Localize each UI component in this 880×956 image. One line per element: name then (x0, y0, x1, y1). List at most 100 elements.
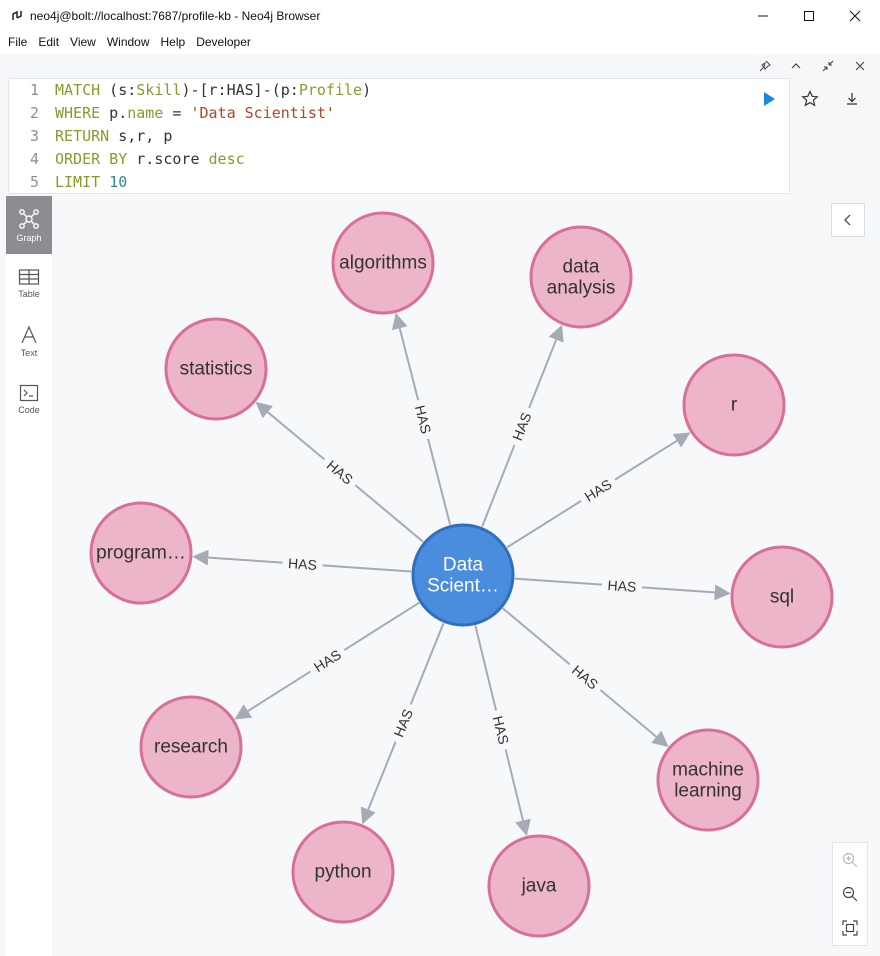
edge-line[interactable] (322, 564, 412, 573)
favorite-button[interactable] (800, 89, 820, 109)
minimize-icon (758, 15, 768, 17)
node-label: sql (770, 587, 794, 608)
skill-node[interactable]: research (139, 695, 243, 799)
edge-line[interactable] (641, 584, 731, 601)
edge-line[interactable] (192, 549, 283, 566)
star-icon (801, 90, 819, 107)
shrink-icon (822, 60, 834, 72)
fullscreen-button[interactable] (819, 57, 837, 75)
skill-node[interactable]: algorithms (331, 211, 435, 315)
download-icon (847, 93, 857, 105)
tab-code[interactable]: Code (6, 370, 52, 428)
download-button[interactable] (842, 89, 862, 109)
maximize-icon (804, 11, 814, 21)
node-label: algorithms (339, 253, 427, 274)
edge-line[interactable] (255, 401, 326, 461)
skill-node[interactable]: java (487, 834, 591, 938)
node-label: program… (96, 543, 186, 564)
tab-code-label: Code (18, 404, 40, 415)
toggle-inspector-button[interactable] (831, 203, 865, 237)
edge-line[interactable] (474, 625, 498, 711)
node-label: analysis (547, 278, 616, 299)
menu-edit[interactable]: Edit (38, 35, 60, 49)
edge-label: HAS (288, 555, 318, 573)
edge-line[interactable] (528, 324, 564, 409)
minimize-button[interactable] (740, 0, 786, 32)
edge-label: HAS (607, 577, 637, 595)
chevron-left-icon (844, 214, 851, 226)
edge-line[interactable] (506, 500, 582, 549)
menu-file[interactable]: File (8, 35, 28, 49)
close-icon (855, 61, 865, 71)
skill-node[interactable]: sql (730, 545, 834, 649)
edge-label: HAS (582, 476, 615, 505)
skill-node[interactable]: r (682, 353, 786, 457)
text-icon (21, 325, 37, 343)
node-label: Data (443, 555, 484, 576)
node-label: learning (674, 781, 742, 802)
edge-line[interactable] (502, 607, 571, 666)
edge-line[interactable] (391, 312, 420, 401)
zoom-in-icon (842, 852, 858, 868)
edge-label: HAS (569, 662, 601, 693)
zoom-controls (832, 842, 868, 946)
menu-developer[interactable]: Developer (196, 35, 251, 49)
close-icon (849, 10, 861, 22)
window-title: neo4j@bolt://localhost:7687/profile-kb -… (30, 9, 321, 23)
edge-line[interactable] (360, 741, 397, 825)
edge-label: HAS (324, 457, 356, 488)
tab-table[interactable]: Table (6, 254, 52, 312)
skill-node[interactable]: program… (89, 501, 193, 605)
edge-line[interactable] (614, 432, 691, 481)
edge-line[interactable] (481, 444, 516, 528)
close-frame-button[interactable] (851, 57, 869, 75)
tab-graph[interactable]: Graph (6, 196, 52, 254)
node-label: machine (672, 760, 744, 781)
edge-line[interactable] (599, 689, 669, 748)
collapse-frame-button[interactable] (787, 57, 805, 75)
zoom-out-button[interactable] (833, 877, 867, 911)
fit-view-icon (842, 920, 858, 936)
pin-icon (759, 60, 771, 72)
close-button[interactable] (832, 0, 878, 32)
run-query-button[interactable] (760, 90, 778, 108)
menu-window[interactable]: Window (106, 35, 150, 49)
tab-table-label: Table (18, 288, 40, 299)
edge-line[interactable] (409, 622, 445, 705)
menu-help[interactable]: Help (160, 35, 186, 49)
title-bar: neo4j@bolt://localhost:7687/profile-kb -… (0, 0, 880, 32)
zoom-in-button[interactable] (833, 843, 867, 877)
frame-toolbar (0, 54, 880, 78)
zoom-out-icon (842, 886, 858, 902)
node-label: python (314, 862, 371, 883)
edge-line[interactable] (343, 601, 420, 651)
skill-node[interactable]: statistics (164, 317, 268, 421)
node-label: Scient… (427, 576, 499, 597)
tab-text[interactable]: Text (6, 312, 52, 370)
edge-line[interactable] (504, 749, 531, 837)
skill-node[interactable]: python (291, 820, 395, 924)
node-label: research (154, 737, 228, 758)
edge-label: HAS (311, 646, 344, 675)
edge-line[interactable] (234, 670, 312, 720)
node-label: java (521, 876, 557, 897)
neo4j-app-icon (12, 10, 22, 20)
profile-node[interactable]: DataScient… (411, 523, 515, 627)
edge-line[interactable] (427, 438, 452, 525)
edge-line[interactable] (354, 484, 424, 543)
edge-line[interactable] (514, 577, 603, 586)
menu-view[interactable]: View (70, 35, 96, 49)
edge-label: HAS (412, 404, 435, 436)
maximize-button[interactable] (786, 0, 832, 32)
fit-view-button[interactable] (833, 911, 867, 945)
pin-button[interactable] (756, 57, 774, 75)
